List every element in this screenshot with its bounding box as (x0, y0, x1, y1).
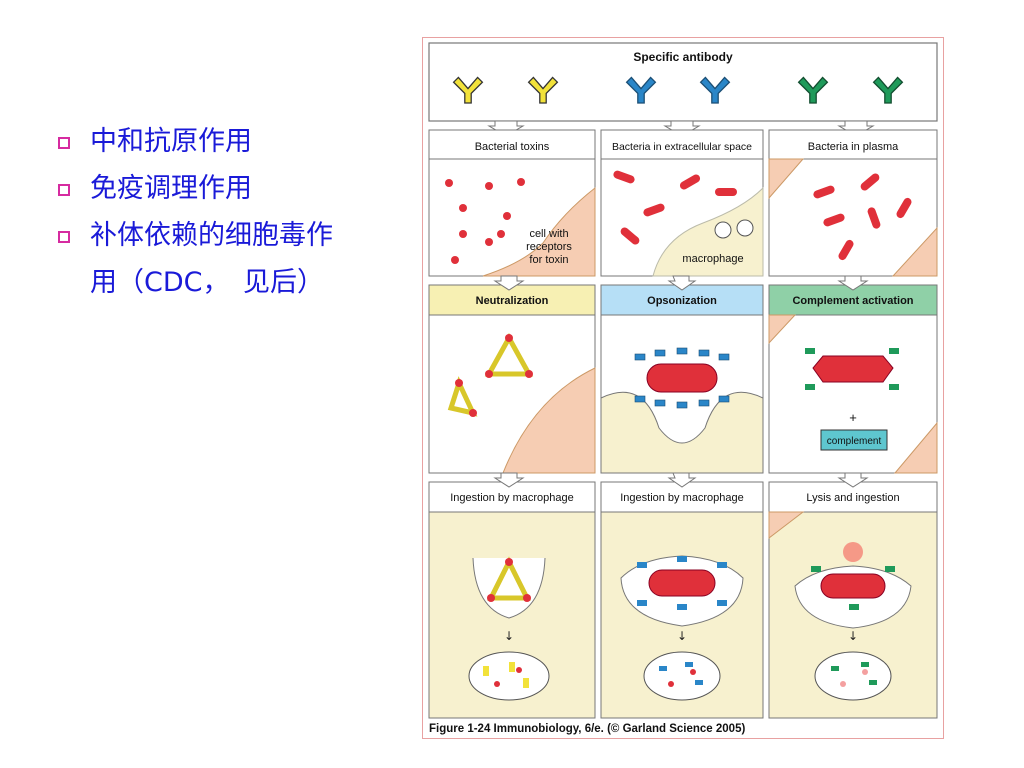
figure-title: Specific antibody (633, 50, 733, 64)
column-extracellular-bacteria: Bacteria in extracellular space macropha… (600, 129, 764, 719)
bullet-text: 中和抗原作用 (90, 126, 252, 157)
col1-phase2: Neutralization (476, 295, 549, 307)
bullet-opsonization: 免疫调理作用 (58, 165, 408, 212)
bullet-marker-icon (58, 231, 70, 243)
label-for-toxin: for toxin (529, 254, 568, 266)
svg-text:↓: ↓ (504, 629, 514, 643)
figure-caption: Figure 1-24 Immunobiology, 6/e. (© Garla… (429, 723, 745, 735)
bullet-marker-icon (58, 184, 70, 196)
col3-header: Bacteria in plasma (808, 141, 899, 153)
column-plasma-bacteria: Bacteria in plasma Complement activation… (768, 129, 938, 719)
col3-phase2: Complement activation (792, 295, 913, 307)
column-bacterial-toxins: Bacterial toxins cell with receptors for… (428, 129, 596, 719)
bullet-text-continuation: 用（CDC， 见后） (90, 267, 324, 298)
col1-header: Bacterial toxins (475, 141, 550, 153)
bullet-text: 免疫调理作用 (90, 173, 252, 204)
bullet-list: 中和抗原作用 免疫调理作用 补体依赖的细胞毒作 用（CDC， 见后） (58, 118, 408, 306)
col2-header: Bacteria in extracellular space (612, 141, 752, 153)
bullet-text: 补体依赖的细胞毒作 (90, 220, 333, 251)
label-cell-with: cell with (529, 228, 568, 240)
label-macrophage: macrophage (682, 253, 743, 265)
label-receptors: receptors (526, 241, 572, 253)
bullet-cdc: 补体依赖的细胞毒作 用（CDC， 见后） (58, 212, 408, 306)
label-plus: + (849, 410, 857, 425)
bullet-neutralization: 中和抗原作用 (58, 118, 408, 165)
col2-phase3: Ingestion by macrophage (620, 492, 744, 504)
svg-text:↓: ↓ (848, 629, 858, 643)
col1-phase3: Ingestion by macrophage (450, 492, 574, 504)
label-complement: complement (827, 436, 882, 447)
immunology-figure: Specific antibody Bacterial toxins cell … (422, 37, 944, 739)
svg-text:↓: ↓ (677, 629, 687, 643)
col2-phase2: Opsonization (647, 295, 717, 307)
bullet-marker-icon (58, 137, 70, 149)
col3-phase3: Lysis and ingestion (806, 492, 899, 504)
